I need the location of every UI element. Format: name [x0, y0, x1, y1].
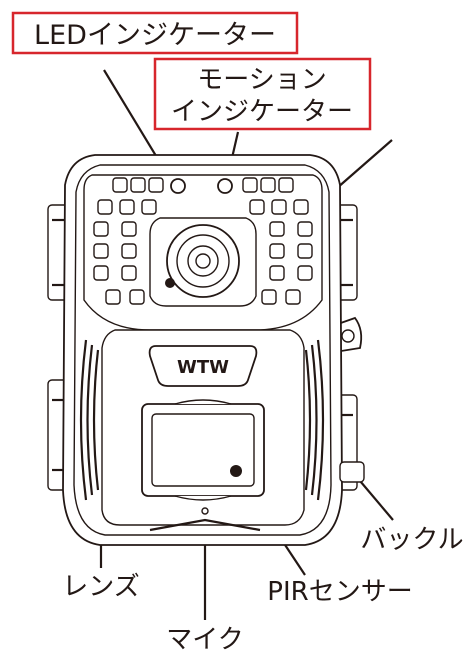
ir-led — [121, 221, 137, 237]
grip-rib — [310, 344, 318, 496]
grip-rib — [79, 339, 88, 501]
led-indicator-label: LEDインジケーター — [34, 20, 276, 51]
pir-sensor-bottom-tab — [174, 495, 232, 501]
ir-led-group-right — [242, 177, 313, 305]
ir-led — [249, 199, 265, 215]
ir-led — [112, 177, 128, 193]
ir-led — [261, 289, 277, 305]
motion-indicator-light — [217, 178, 233, 194]
grip-rib — [316, 339, 325, 501]
motion-indicator-label-line1: モーション — [197, 65, 326, 95]
buckle-label: バックル — [360, 525, 463, 555]
ir-led — [285, 289, 301, 305]
left-grip-ribs — [79, 339, 100, 501]
ir-led — [297, 221, 313, 237]
ir-led — [297, 243, 313, 259]
ir-led — [141, 199, 157, 215]
ir-led — [93, 221, 109, 237]
ir-led — [148, 177, 164, 193]
side-lock-hole — [341, 329, 355, 343]
grip-rib — [304, 349, 312, 491]
pir-sensor-top-tab — [174, 399, 232, 405]
ir-led — [269, 265, 285, 281]
microphone-hole — [201, 507, 209, 515]
ir-led — [93, 265, 109, 281]
lens-label: レンズ — [62, 572, 139, 602]
pir-sensor-window — [151, 413, 255, 487]
ir-led — [119, 199, 135, 215]
ir-led — [242, 177, 258, 193]
lens-center — [195, 253, 211, 269]
brand-logo-plate — [148, 345, 258, 387]
grip-rib — [86, 344, 94, 496]
right-grip-ribs — [304, 339, 325, 501]
ir-led — [269, 221, 285, 237]
led-indicator-light — [170, 178, 186, 194]
ir-led — [271, 199, 287, 215]
led-indicator-box — [11, 11, 299, 55]
motion-indicator-label-line2: インジケーター — [171, 97, 353, 127]
pir-sensor-label: PIRセンサー — [267, 577, 412, 607]
pir-callout-dot — [230, 465, 242, 477]
ir-led — [93, 243, 109, 259]
ir-led-group-left — [93, 177, 164, 305]
ir-led — [260, 177, 276, 193]
ir-led — [121, 243, 137, 259]
mic-label: マイク — [166, 625, 243, 655]
ir-led — [297, 265, 313, 281]
ir-led — [129, 289, 145, 305]
ir-led — [121, 265, 137, 281]
ir-led — [105, 289, 121, 305]
buckle-latch — [339, 461, 365, 483]
motion-indicator-callout: モーション インジケーター — [153, 57, 372, 131]
ir-led — [97, 199, 113, 215]
bottom-chevron — [149, 518, 261, 532]
ir-led — [293, 199, 309, 215]
ir-led — [130, 177, 146, 193]
grip-rib — [92, 349, 100, 491]
led-indicator-callout: LEDインジケーター — [11, 11, 299, 55]
lens-callout-dot — [165, 278, 175, 288]
brand-logo-text: WTW — [177, 357, 229, 378]
ir-led — [278, 177, 294, 193]
motion-indicator-box — [153, 57, 372, 131]
camera-body: WTW — [47, 154, 365, 546]
ir-led — [269, 243, 285, 259]
